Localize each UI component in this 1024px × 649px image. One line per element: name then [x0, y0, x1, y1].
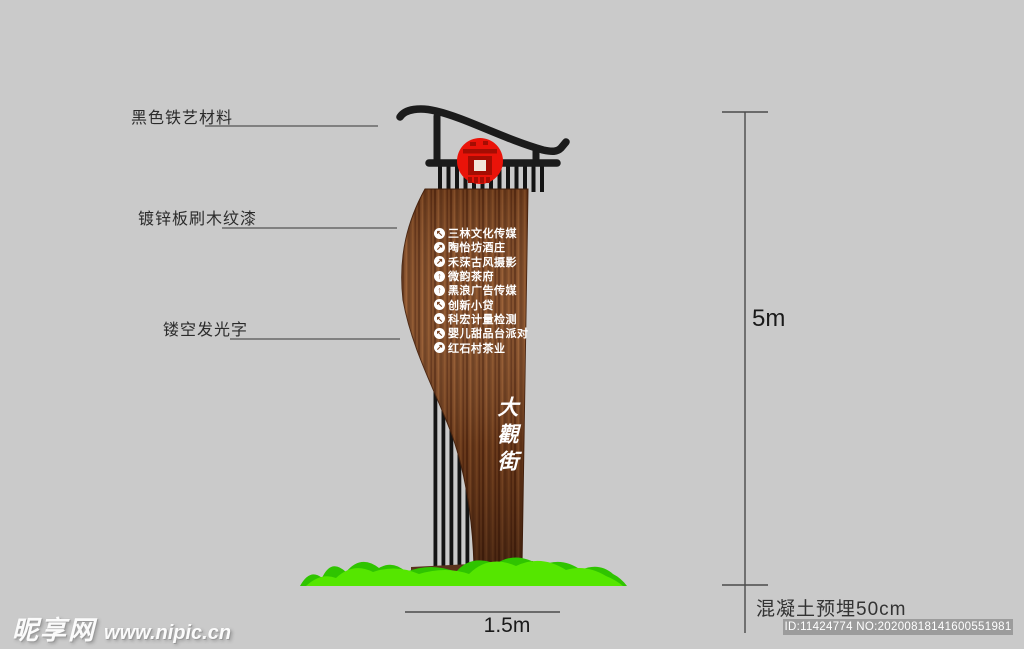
foundation-note: 混凝土预埋50cm: [756, 599, 907, 620]
directory-item-label: 科宏计量检测: [448, 313, 517, 326]
directory-item-label: 婴儿甜品台派对: [448, 328, 529, 341]
direction-arrow-icon: ↖: [434, 299, 445, 311]
directory-item-label: 微韵茶府: [448, 271, 494, 284]
directory-item: ↑ 黑浪广告传媒: [434, 283, 529, 297]
direction-arrow-icon: ↗: [434, 256, 445, 268]
emblem-window: [474, 160, 486, 171]
directory-item-label: 禾莯古风摄影: [448, 256, 517, 269]
height-dimension-value: 5m: [752, 305, 786, 332]
directory-item-label: 陶怡坊酒庄: [448, 242, 506, 255]
direction-arrow-icon: ↖: [434, 327, 445, 339]
directory-item: ↗ 红石村茶业: [434, 340, 529, 355]
direction-arrow-icon: ↑: [434, 270, 445, 282]
grass: [300, 557, 627, 586]
directory-item: ↗ 禾莯古风摄影: [434, 255, 529, 269]
direction-arrow-icon: ↑: [434, 284, 445, 296]
directory-list: ↖ 三林文化传媒 ↗ 陶怡坊酒庄 ↗ 禾莯古风摄影 ↑ 微韵茶府 ↑ 黑浪广告传…: [434, 226, 529, 355]
directory-item-label: 创新小贷: [448, 299, 494, 312]
direction-arrow-icon: ↖: [434, 313, 445, 325]
directory-item-label: 黑浪广告传媒: [448, 285, 517, 298]
material-label-iron: 黑色铁艺材料: [131, 110, 234, 127]
height-dimension-line: [722, 111, 768, 633]
directory-item: ↖ 科宏计量检测: [434, 312, 529, 326]
sign-emblem: [457, 138, 503, 184]
directory-item: ↑ 微韵茶府: [434, 269, 529, 283]
street-name: 大觀街: [495, 396, 520, 477]
wood-panel: [401, 188, 529, 567]
material-label-luminous: 镂空发光字: [163, 322, 249, 339]
watermark: 昵享网 www.nipic.cn: [12, 610, 231, 647]
image-id-bar: ID:11424774 NO:20200818141600551981: [783, 619, 1013, 635]
directory-item: ↗ 陶怡坊酒庄: [434, 240, 529, 254]
watermark-site-name: 昵享网: [12, 615, 97, 645]
width-dimension-value: 1.5m: [483, 614, 531, 637]
directory-item-label: 三林文化传媒: [448, 228, 517, 241]
directory-item: ↖ 三林文化传媒: [434, 226, 529, 240]
direction-arrow-icon: ↖: [434, 227, 445, 239]
directory-item: ↖ 创新小贷: [434, 297, 529, 312]
directory-item-label: 红石村茶业: [448, 342, 506, 355]
watermark-site-url: www.nipic.cn: [104, 622, 232, 644]
material-label-woodpaint: 镀锌板刷木纹漆: [138, 211, 258, 228]
direction-arrow-icon: ↗: [434, 342, 445, 354]
directory-item: ↖ 婴儿甜品台派对: [434, 326, 529, 340]
direction-arrow-icon: ↗: [434, 241, 445, 253]
